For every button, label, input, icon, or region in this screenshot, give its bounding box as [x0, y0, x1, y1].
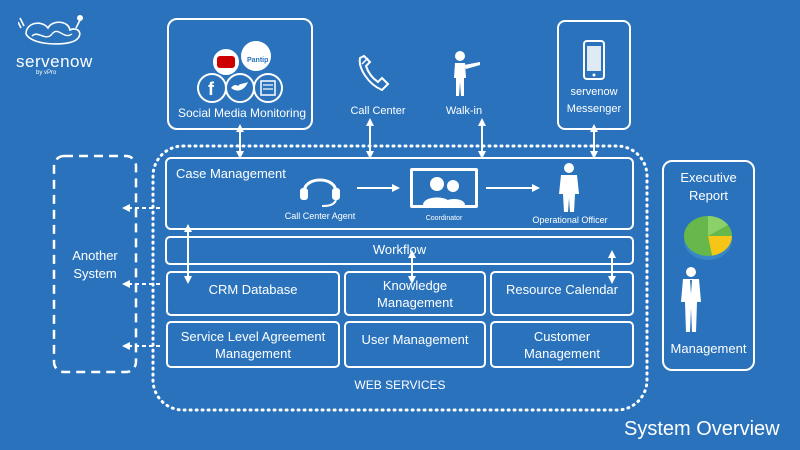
manager-person-icon — [681, 267, 701, 332]
social-icons-cluster: f — [197, 39, 283, 103]
coordinator-icon — [413, 171, 475, 205]
news-icon — [253, 73, 283, 103]
crm-database-label: CRM Database — [208, 282, 298, 297]
crm-database-box: CRM Database — [166, 271, 340, 316]
executive-report-box — [662, 160, 755, 371]
social-media-box — [167, 18, 313, 130]
logo-name: servenow — [16, 52, 93, 71]
another-system-frame — [52, 154, 138, 374]
headset-agent-icon — [300, 178, 340, 207]
officer-label: Operational Officer — [532, 215, 608, 225]
svg-text:f: f — [208, 79, 215, 99]
case-management-box — [165, 157, 634, 230]
walk-in-label: Walk-in — [445, 105, 483, 117]
customer-label-1: Customer — [533, 328, 591, 344]
phone-icon — [358, 54, 390, 92]
case-management-title: Case Management — [176, 166, 286, 181]
smartphone-icon — [583, 40, 605, 80]
messenger-title: servenow — [570, 86, 618, 98]
sla-label-2: Management — [215, 345, 291, 361]
executive-line1: Executive — [680, 170, 737, 185]
knowledge-label-2: Management — [377, 294, 453, 310]
agent-label: Call Center Agent — [284, 211, 356, 221]
knowledge-management-box: Knowledge Management — [344, 271, 486, 316]
officer-icon — [559, 163, 579, 212]
servenow-logo-icon — [18, 15, 83, 45]
resource-calendar-label: Resource Calendar — [505, 282, 618, 297]
call-center-label: Call Center — [350, 105, 406, 117]
executive-line2: Report — [688, 188, 729, 203]
logo-tagline: by vPro — [36, 70, 57, 76]
user-management-label: User Management — [361, 332, 469, 347]
coordinator-label: Coordinator — [425, 215, 463, 222]
system-overview-title: System Overview — [624, 418, 780, 440]
another-system-line1: Another — [72, 248, 118, 263]
pantip-badge: Pantip — [247, 57, 269, 64]
customer-label-2: Management — [524, 345, 600, 361]
pie-chart-icon — [684, 216, 732, 260]
sla-box: Service Level Agreement Management — [166, 321, 340, 368]
messenger-box — [557, 20, 631, 130]
workflow-box — [165, 236, 634, 265]
pantip-icon — [239, 39, 273, 73]
workflow-label: Workflow — [372, 242, 427, 257]
another-system-line2: System — [73, 266, 117, 281]
youtube-badge: You Tube — [220, 24, 247, 30]
web-services-label: WEB SERVICES — [354, 378, 446, 392]
management-label: Management — [670, 341, 747, 356]
web-services-frame — [151, 144, 649, 412]
messenger-label: Messenger — [566, 103, 622, 115]
walking-person-icon — [454, 51, 480, 96]
customer-management-box: Customer Management — [490, 321, 634, 368]
resource-calendar-box: Resource Calendar — [490, 271, 634, 316]
user-management-box: User Management — [344, 321, 486, 368]
sla-label-1: Service Level Agreement — [180, 328, 326, 344]
social-media-label: Social Media Monitoring — [178, 106, 307, 120]
knowledge-label-1: Knowledge — [382, 277, 448, 293]
